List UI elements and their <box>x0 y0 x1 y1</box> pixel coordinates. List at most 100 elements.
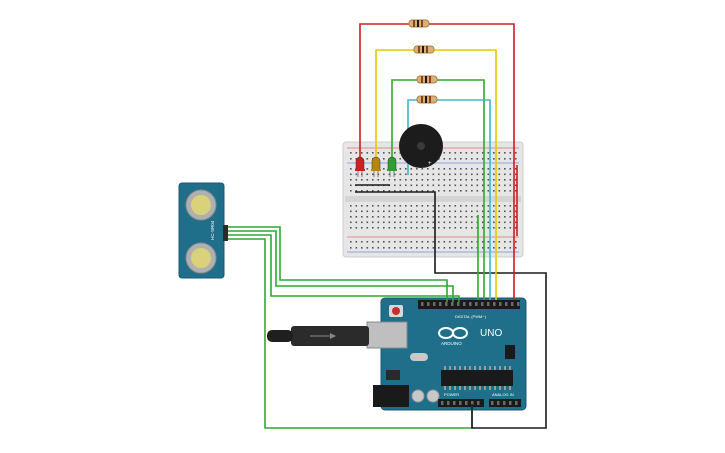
sensor-pin-header[interactable] <box>223 225 228 241</box>
breadboard-hole <box>449 190 451 192</box>
digital-pin <box>511 302 514 306</box>
breadboard-hole <box>438 173 440 176</box>
breadboard-hole <box>454 158 457 160</box>
breadboard-hole <box>372 227 374 229</box>
breadboard-hole <box>471 210 473 213</box>
breadboard-hole <box>421 190 424 192</box>
breadboard-hole <box>399 184 402 187</box>
breadboard-hole <box>350 184 352 187</box>
power-pin <box>453 401 456 405</box>
led-red[interactable] <box>355 156 365 177</box>
resistor-buzzer[interactable] <box>416 95 438 104</box>
breadboard-hole <box>427 168 429 170</box>
breadboard-hole <box>405 173 407 176</box>
breadboard-hole <box>493 184 495 187</box>
breadboard-hole <box>493 221 495 224</box>
yellow-wire[interactable] <box>375 49 497 300</box>
breadboard-hole <box>443 173 446 176</box>
arduino-uno-board[interactable]: DIGITAL (PWM~) ARDUINO UNO POWER ANALOG … <box>366 297 527 411</box>
resistor-yellow[interactable] <box>413 45 435 54</box>
power-pin <box>459 401 462 405</box>
breadboard-hole <box>355 179 358 181</box>
red-wire[interactable] <box>359 23 515 300</box>
breadboard-hole <box>377 221 380 224</box>
usb-socket <box>366 321 408 349</box>
breadboard-hole <box>449 210 451 213</box>
voltage-regulator <box>386 370 400 380</box>
breadboard-hole <box>377 247 380 249</box>
breadboard-hole <box>482 190 484 192</box>
breadboard-hole <box>421 168 424 170</box>
breadboard-hole <box>515 247 517 249</box>
breadboard-hole <box>399 216 402 218</box>
power-pin <box>447 401 450 405</box>
chip-pin <box>489 386 491 390</box>
breadboard-hole <box>454 210 457 213</box>
breadboard-hole <box>410 216 413 218</box>
breadboard-hole <box>432 216 435 218</box>
digital-pin <box>439 302 442 306</box>
chip-pin <box>479 386 481 390</box>
breadboard-hole <box>355 152 358 154</box>
breadboard-hole <box>471 179 473 181</box>
breadboard-hole <box>449 205 451 207</box>
breadboard-hole <box>388 221 391 224</box>
breadboard-hole <box>465 247 468 249</box>
breadboard-hole <box>361 247 363 249</box>
breadboard-hole <box>449 173 451 176</box>
led-yellow[interactable] <box>371 156 381 177</box>
breadboard-hole <box>383 227 385 229</box>
breadboard-hole <box>498 247 501 249</box>
green-led-wire[interactable] <box>391 79 485 300</box>
breadboard-hole <box>438 179 440 181</box>
breadboard-hole <box>515 210 517 213</box>
breadboard-hole <box>383 221 385 224</box>
breadboard-hole <box>454 221 457 224</box>
breadboard-hole <box>471 158 473 160</box>
resistor-red[interactable] <box>408 19 430 28</box>
breadboard-hole <box>388 152 391 154</box>
breadboard-hole <box>405 205 407 207</box>
breadboard-hole <box>460 247 462 249</box>
piezo-buzzer[interactable]: + <box>399 124 443 168</box>
breadboard-hole <box>421 216 424 218</box>
breadboard-hole <box>421 205 424 207</box>
breadboard-hole <box>366 227 369 229</box>
digital-pin <box>457 302 460 306</box>
breadboard-hole <box>465 241 468 243</box>
chip-pin <box>464 386 466 390</box>
breadboard-hole <box>465 168 468 170</box>
breadboard-hole <box>410 227 413 229</box>
breadboard-hole <box>493 152 495 154</box>
breadboard-hole <box>427 210 429 213</box>
breadboard-hole <box>443 227 446 229</box>
ultrasonic-sensor[interactable]: HC-SR04 <box>178 182 228 279</box>
breadboard-hole <box>410 184 413 187</box>
breadboard-hole <box>421 221 424 224</box>
breadboard-hole <box>405 216 407 218</box>
sensor-model-label: HC-SR04 <box>210 220 215 240</box>
breadboard-hole <box>366 179 369 181</box>
breadboard-hole <box>355 158 358 160</box>
digital-pin <box>499 302 502 306</box>
breadboard-hole <box>509 221 512 224</box>
breadboard-hole <box>460 179 462 181</box>
breadboard-hole <box>394 241 396 243</box>
breadboard-hole <box>372 221 374 224</box>
ground-wires[interactable] <box>355 184 547 429</box>
breadboard-hole <box>493 227 495 229</box>
resistor-green[interactable] <box>416 75 438 84</box>
breadboard-hole <box>427 184 429 187</box>
breadboard-hole <box>399 247 402 249</box>
breadboard-hole <box>438 184 440 187</box>
breadboard-hole <box>438 205 440 207</box>
arduino-logo: ARDUINO <box>438 327 468 346</box>
chip-pin <box>454 366 456 370</box>
breadboard-hole <box>394 184 396 187</box>
led-green[interactable] <box>387 156 397 177</box>
breadboard-hole <box>487 158 490 160</box>
breadboard-hole <box>476 190 479 192</box>
breadboard-hole <box>460 216 462 218</box>
breadboard-hole <box>515 241 517 243</box>
chip-pin <box>509 386 511 390</box>
